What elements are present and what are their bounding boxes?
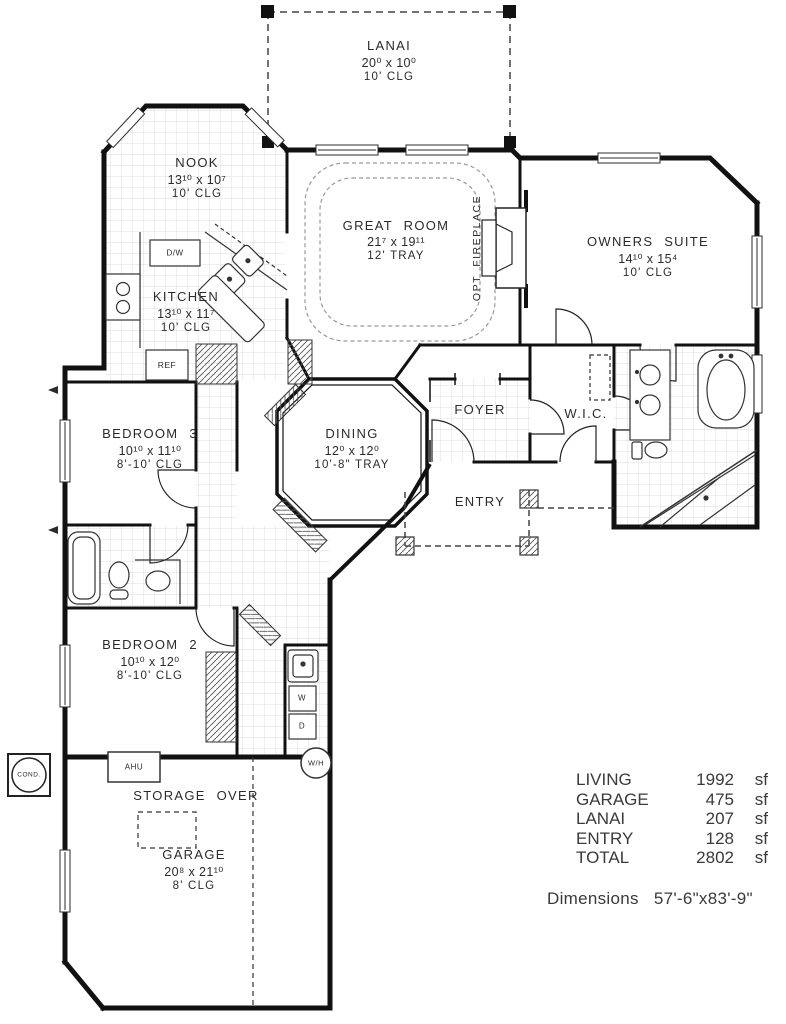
room-label-dining: DINING 12⁰ x 12⁰ 10'-8" TRAY [314, 426, 390, 471]
room-label-lanai: LANAI 20⁰ x 10⁰ 10' CLG [361, 38, 417, 83]
room-label-bedroom3: BEDROOM 3 10¹⁰ x 11¹⁰ 8'-10' CLG [102, 426, 198, 471]
air-handler-label: AHU [124, 762, 144, 772]
room-label-owners-suite: OWNERS SUITE 14¹⁰ x 15⁴ 10' CLG [587, 234, 709, 279]
angled-wall-hatch [238, 383, 328, 647]
laundry-fixtures [287, 649, 332, 779]
room-label-entry: ENTRY [454, 494, 506, 509]
washer-label: W [297, 693, 307, 703]
entry-porch [395, 489, 614, 556]
great-room-tray [304, 162, 496, 342]
condenser-unit [7, 753, 51, 797]
opening-jambs [429, 373, 501, 462]
garage-annotations [107, 751, 254, 1006]
kitchen-fixtures [105, 223, 288, 381]
dimensions-label: Dimensions [547, 889, 639, 908]
dishwasher-label: D/W [166, 248, 184, 258]
summary-row-living: LIVING 1992 sf [576, 770, 768, 789]
refrigerator-label: REF [157, 360, 177, 370]
summary-row-garage: GARAGE 475 sf [576, 789, 768, 809]
dimensions-value: 57'-6"x83'-9" [653, 889, 753, 908]
entry-angled-wall-2 [402, 462, 432, 510]
entry-angled-wall [328, 506, 406, 582]
hatched-walls [195, 339, 313, 743]
summary-row-total: TOTAL 2802 sf [576, 848, 768, 867]
room-label-wic: W.I.C. [564, 406, 608, 421]
overall-dimensions: Dimensions 57'-6"x83'-9" [547, 889, 753, 909]
owners-bath-fixtures [589, 349, 758, 528]
walls-exterior [61, 103, 761, 1012]
room-label-nook: NOOK 13¹⁰ x 10⁷ 10' CLG [167, 155, 227, 200]
opt-fireplace-label: OPT FIREPLACE [471, 194, 483, 302]
summary-row-entry: ENTRY 128 sf [576, 828, 768, 848]
room-label-storage: STORAGE OVER [133, 788, 259, 803]
shared-bath-fixtures [67, 531, 181, 605]
room-label-bedroom2: BEDROOM 2 10¹⁰ x 12⁰ 8'-10' CLG [102, 637, 198, 682]
condenser-label: COND. [17, 771, 41, 779]
walls-interior [63, 148, 759, 759]
room-label-kitchen: KITCHEN 13¹⁰ x 11⁷ 10' CLG [152, 289, 220, 334]
room-label-great-room: GREAT ROOM 21⁷ x 19¹¹ 12' TRAY [342, 218, 450, 262]
room-label-garage: GARAGE 20⁸ x 21¹⁰ 8' CLG [162, 847, 226, 892]
room-label-foyer: FOYER [454, 402, 506, 417]
area-summary-table: LIVING 1992 sf GARAGE 475 sf LANAI 207 s… [576, 770, 768, 868]
dryer-label: D [298, 721, 306, 731]
windows [59, 107, 763, 913]
fireplace [481, 190, 528, 308]
hose-bib-marker [48, 386, 58, 534]
water-heater-label: W/H [307, 758, 325, 768]
summary-row-lanai: LANAI 207 sf [576, 809, 768, 828]
